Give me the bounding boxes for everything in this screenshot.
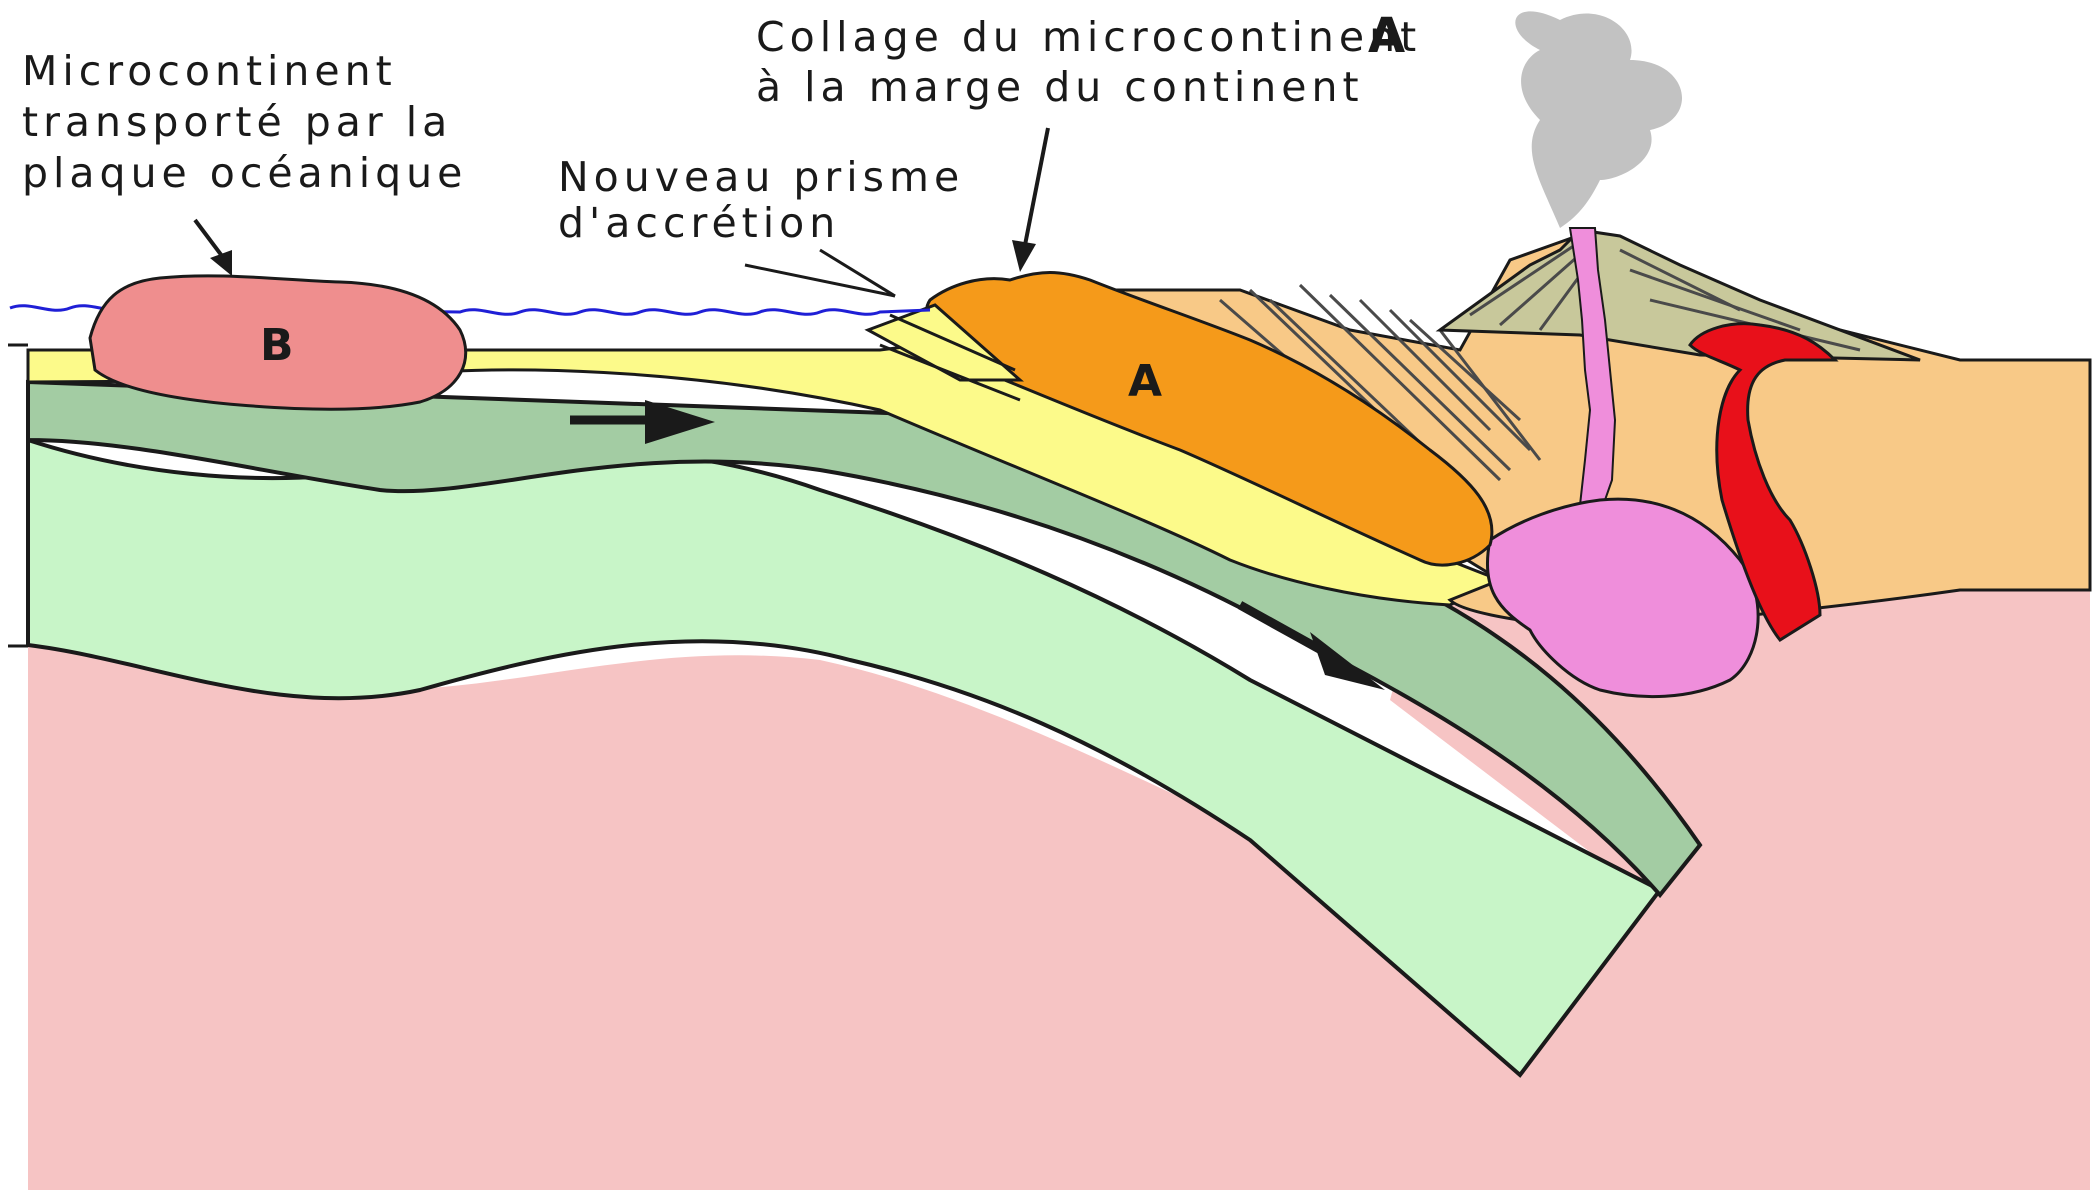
label-microcontinent-line3: plaque océanique	[22, 148, 467, 199]
label-prism-line1: Nouveau prisme	[558, 152, 964, 203]
label-microcontinent-line2: transporté par la	[22, 97, 452, 148]
label-block-a: A	[1128, 356, 1162, 407]
label-collage-letter-a: A	[1368, 8, 1405, 64]
label-microcontinent-line1: Microcontinent	[22, 46, 397, 97]
label-collage-line2: à la marge du continent	[756, 62, 1364, 113]
label-collage-line1: Collage du microcontinent	[756, 12, 1421, 63]
label-block-b: B	[260, 320, 294, 371]
label-prism-line2: d'accrétion	[558, 198, 840, 249]
